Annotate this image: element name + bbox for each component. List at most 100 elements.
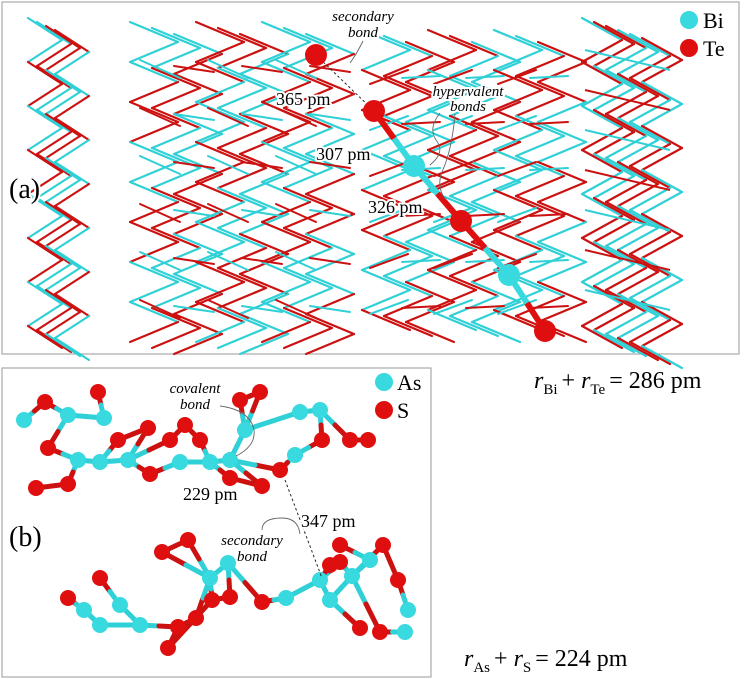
as-atom [322,592,338,608]
bond-stick [44,178,82,204]
bond-stick [53,292,91,318]
distance-229-label: 229 pm [183,484,238,504]
bond-stick [536,220,588,244]
bond-stick [139,59,181,79]
bond-stick [628,186,672,212]
bond-stick [470,40,522,64]
s-atom [222,470,238,486]
bond-stick [584,169,671,191]
bond-stick [536,180,588,204]
s-atom [60,590,76,606]
bond-stick [401,305,441,309]
bond-stick [304,232,356,256]
bond-stick [426,28,478,52]
bond-stick [275,155,317,175]
bond-stick [448,154,500,178]
bond-stick [497,207,537,223]
distance-365-label: 365 pm [276,89,331,109]
secondary-bond-b-leader [261,517,301,535]
s-atom [272,462,288,478]
panel-a: Bi Te (a) secondary bond hypervalent bon… [1,1,740,370]
bond-stick [497,161,537,177]
bond-stick [173,113,215,121]
bond-stick [604,134,648,160]
as-atom [70,452,86,468]
as-atom [60,407,76,423]
bond-stick [536,260,588,284]
bond-stick [282,26,334,50]
bond-stick [309,257,351,265]
bond-stick [448,114,500,138]
bond-stick [369,253,409,269]
s-atom [375,537,391,553]
bond-stick [433,299,473,315]
legend-as-label: As [397,370,421,395]
bond-stick [26,258,64,284]
panel-b: As S (b) covalent bond secondary bond 22… [1,367,432,678]
s-atom [90,384,106,400]
as-atom [112,597,128,613]
bond-stick [260,160,312,184]
bond-stick [282,126,334,150]
bond-stick [360,208,412,232]
bond-stick [628,230,672,256]
bond-stick [260,140,312,164]
bond-stick [640,168,684,194]
bond-stick [309,161,351,169]
bond-stick [369,115,409,131]
bond-stick [382,234,434,258]
bond-stick [304,92,356,116]
panel-a-label: (a) [9,174,40,205]
bond-stick [26,280,64,306]
bond-stick [592,328,636,354]
bond-stick [26,60,64,86]
bond-stick [304,332,356,356]
bond-stick [448,94,500,118]
bond-stick [128,40,180,64]
bond-stick [282,326,334,350]
bond-stick [150,326,202,350]
bond-stick [35,64,73,90]
bond-stick [53,94,91,120]
bond-stick [584,209,671,231]
bond-stick [433,115,473,131]
bond-stick [172,192,224,216]
bond-stick [592,108,636,134]
bond-stick [26,104,64,130]
bond-stick [497,115,537,131]
as-atom [16,412,32,428]
bond-stick [536,60,588,84]
bond-stick [360,268,412,292]
bond-stick [360,248,412,272]
bond-stick [514,254,566,278]
s-atom [352,620,368,636]
legend-s-label: S [397,398,409,423]
bond-stick [241,65,283,73]
bond-stick [604,332,648,358]
bond-stick [35,218,73,244]
secondary-bond-annotation-line1: secondary [332,9,394,25]
bond-stick [616,314,660,340]
bond-stick [44,68,82,94]
bond-stick [128,320,180,344]
bond-stick [426,88,478,112]
bond-stick [604,68,648,94]
bond-stick [150,106,202,130]
as-atom [397,624,413,640]
bond-stick [604,310,648,336]
bond-stick [128,260,180,284]
bond-stick [404,40,456,64]
bond-stick [426,168,478,192]
bi-atom [403,155,425,177]
bond-stick [44,112,82,138]
bond-stick [382,214,434,238]
bond-stick [514,174,566,198]
covalent-bond-annotation-line2: bond [180,397,211,413]
bond-stick [173,209,215,217]
bond-stick [604,156,648,182]
bond-stick [275,203,317,223]
bond-stick [194,20,246,44]
bond-stick [282,166,334,190]
bond-stick [194,80,246,104]
bond-stick [238,152,290,176]
